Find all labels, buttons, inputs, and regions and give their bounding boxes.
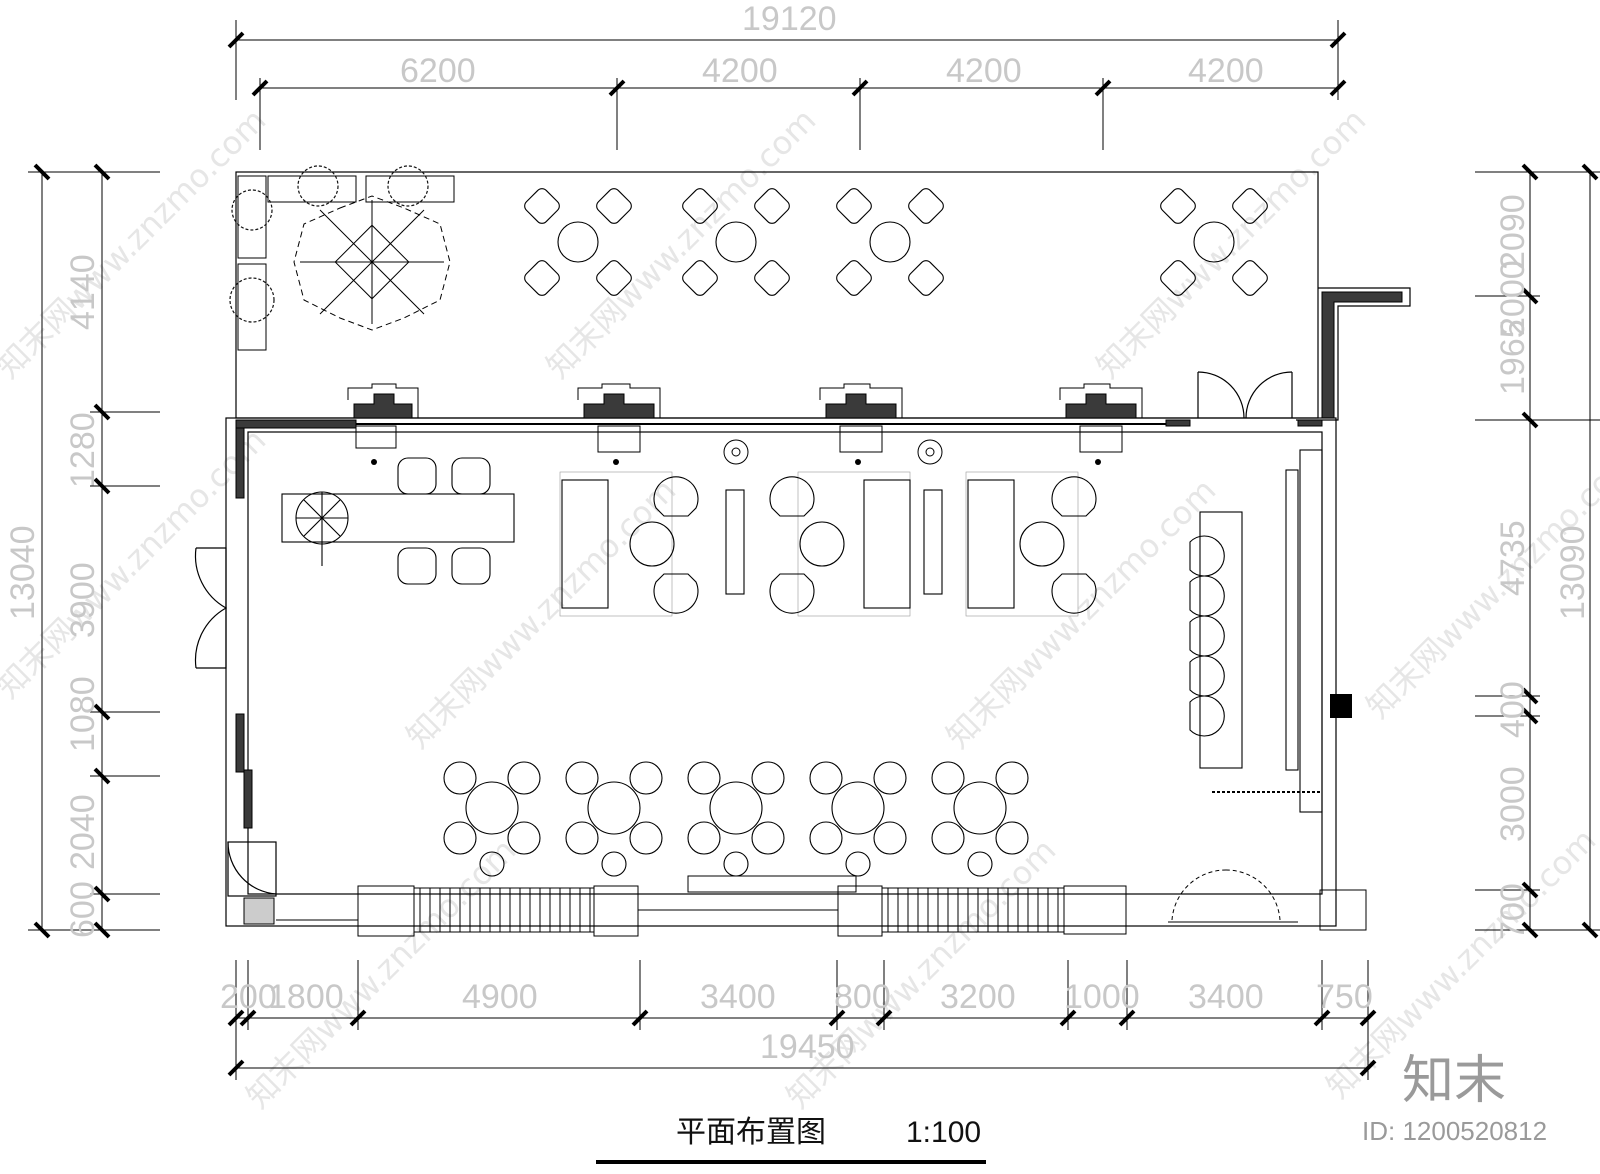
dining-table-group xyxy=(443,761,1029,877)
brand-logo-text: 知末 xyxy=(1402,1051,1506,1111)
lounge-furniture xyxy=(281,449,1323,813)
dim-left-seg-3: 3900 xyxy=(64,562,102,638)
watermark-text: 知末网www.znzmo.com xyxy=(239,831,524,1116)
drawing-title: 平面布置图 xyxy=(676,1115,826,1150)
top-dimensions xyxy=(235,20,1339,150)
dim-left-overall: 13040 xyxy=(4,525,42,620)
column-pilasters xyxy=(353,393,1137,419)
dim-bottom-seg-1: 200 xyxy=(220,978,277,1016)
wall-fill-segments xyxy=(235,419,1323,829)
top-dim-ticks xyxy=(227,31,1347,97)
bar-stools xyxy=(1189,535,1225,737)
dim-right-seg-4: 4735 xyxy=(1494,520,1532,596)
dim-left-seg-5: 2040 xyxy=(64,794,102,870)
entrance-door-bottom xyxy=(1171,869,1281,921)
watermark-group: 知末网www.znzmo.com 知末网www.znzmo.com 知末网www… xyxy=(0,101,1600,1116)
dim-right-seg-5: 400 xyxy=(1494,681,1532,738)
dim-top-seg-2: 4200 xyxy=(702,52,778,90)
dim-right-seg-6: 3000 xyxy=(1494,766,1532,842)
floor-drain xyxy=(243,897,275,925)
dim-bottom-seg-6: 3200 xyxy=(940,978,1016,1016)
watermark-text: 知末网www.znzmo.com xyxy=(399,471,684,756)
lounge-armchairs xyxy=(653,476,1097,614)
dim-bottom-seg-4: 3400 xyxy=(700,978,776,1016)
dim-bottom-seg-2: 1800 xyxy=(268,978,344,1016)
dim-right-seg-1: 2090 xyxy=(1494,194,1532,270)
service-column xyxy=(1330,694,1352,718)
double-door-terrace xyxy=(1197,371,1293,419)
watermark-text: 知末网www.znzmo.com xyxy=(779,831,1063,1116)
dim-left-seg-4: 1080 xyxy=(64,676,102,752)
dim-top-seg-4: 4200 xyxy=(1188,52,1264,90)
right-dim-ticks xyxy=(1521,163,1599,939)
bottom-windows xyxy=(413,887,1065,933)
watermark-text: 知末网www.znzmo.com xyxy=(939,471,1223,756)
bottom-dim-ticks xyxy=(227,1009,1377,1077)
dim-right-seg-7: 700 xyxy=(1494,883,1532,940)
wall-right-return xyxy=(1321,291,1403,419)
left-dim-ticks xyxy=(33,163,111,939)
dim-left-seg-6: 600 xyxy=(64,881,102,938)
ceiling-fixtures xyxy=(723,439,943,465)
dim-bottom-overall: 19450 xyxy=(760,1028,855,1066)
wall-lights xyxy=(371,459,1101,465)
dim-top-overall: 19120 xyxy=(742,0,837,38)
dim-top-seg-1: 6200 xyxy=(400,52,476,90)
plant-shrubs xyxy=(229,165,429,323)
dim-right-seg-3: 2000 xyxy=(1494,260,1532,336)
pilaster-outlines xyxy=(347,383,1143,453)
image-id-text: ID: 1200520812 xyxy=(1362,1116,1547,1146)
dim-bottom-seg-8: 3400 xyxy=(1188,978,1264,1016)
watermark-text: 知末网www.znzmo.com xyxy=(539,101,824,386)
dim-top-seg-3: 4200 xyxy=(946,52,1022,90)
dim-bottom-seg-9: 750 xyxy=(1316,978,1373,1016)
dim-right-seg-2: 1965 xyxy=(1494,319,1532,395)
drawing-scale: 1:100 xyxy=(906,1116,981,1149)
watermark-text: 知末网www.znzmo.com xyxy=(0,101,273,386)
side-door-left xyxy=(194,547,277,897)
dim-bottom-seg-7: 1000 xyxy=(1064,978,1140,1016)
dim-left-seg-2: 1280 xyxy=(64,412,102,488)
outdoor-table-group xyxy=(524,188,1268,296)
dim-bottom-seg-5: 800 xyxy=(834,978,891,1016)
planters xyxy=(237,175,455,351)
dim-right-overall: 13090 xyxy=(1554,525,1592,620)
dim-bottom-seg-3: 4900 xyxy=(462,978,538,1016)
umbrella-table-set xyxy=(293,195,451,331)
title-underline xyxy=(596,1160,986,1164)
dim-left-seg-1: 4140 xyxy=(64,254,102,330)
